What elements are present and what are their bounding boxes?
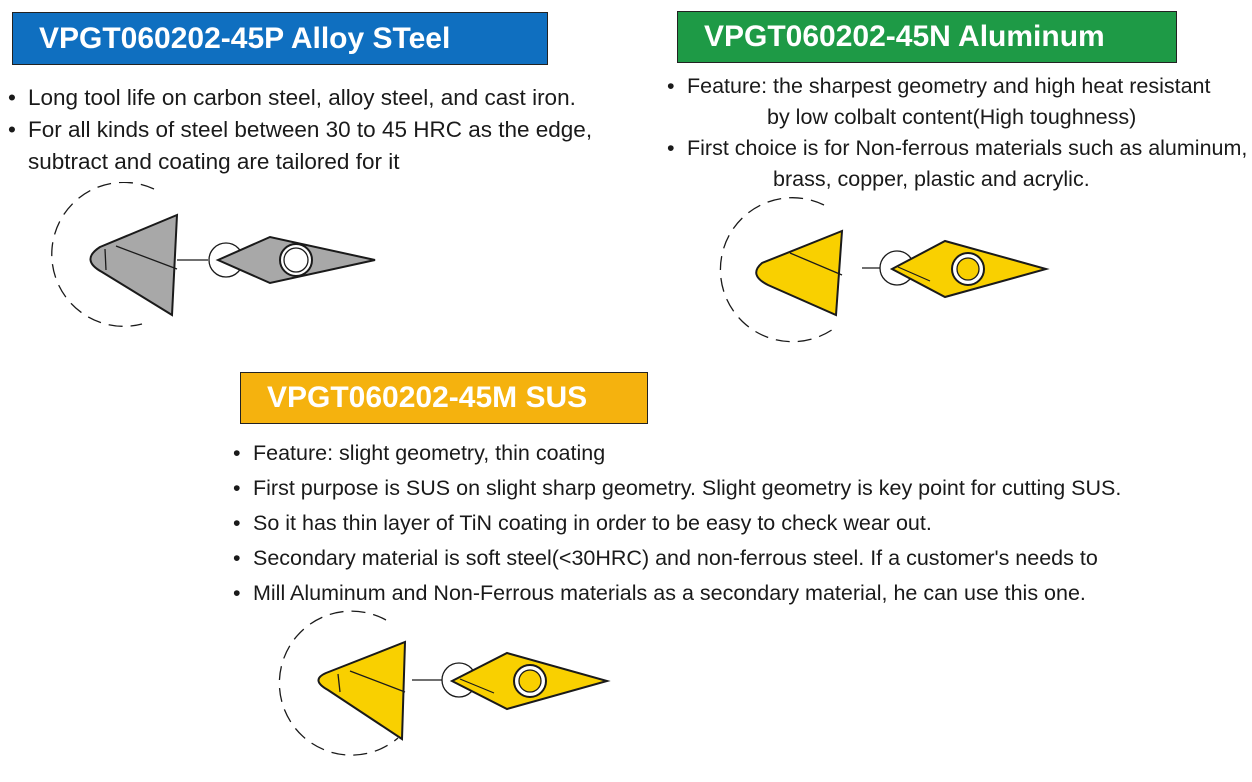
list-item: Mill Aluminum and Non-Ferrous materials … — [233, 576, 1121, 611]
sus-bullets: Feature: slight geometry, thin coating F… — [233, 436, 1121, 611]
insert-tip-closeup — [755, 229, 844, 317]
list-item: Feature: slight geometry, thin coating — [233, 436, 1121, 471]
header-sus: VPGT060202-45M SUS — [240, 372, 648, 424]
alloy-steel-bullets: Long tool life on carbon steel, alloy st… — [8, 82, 592, 178]
list-item: For all kinds of steel between 30 to 45 … — [8, 114, 592, 178]
zoom-circle — [51, 182, 155, 327]
list-item: Long tool life on carbon steel, alloy st… — [8, 82, 592, 114]
diamond-insert — [215, 235, 376, 285]
zoom-circle — [278, 610, 399, 756]
alloy-steel-insert-diagram — [51, 182, 376, 327]
list-item: First choice is for Non-ferrous material… — [667, 133, 1247, 195]
list-item: So it has thin layer of TiN coating in o… — [233, 506, 1121, 541]
aluminum-bullets: Feature: the sharpest geometry and high … — [667, 71, 1247, 195]
sus-insert-diagram — [278, 610, 611, 756]
aluminum-insert-diagram — [719, 197, 1050, 343]
header-aluminum: VPGT060202-45N Aluminum — [677, 11, 1177, 63]
diamond-insert — [449, 651, 611, 711]
list-item: Secondary material is soft steel(<30HRC)… — [233, 541, 1121, 576]
list-item: First purpose is SUS on slight sharp geo… — [233, 471, 1121, 506]
zoom-circle — [719, 197, 837, 343]
insert-tip-closeup — [317, 640, 407, 741]
insert-tip-closeup — [89, 213, 179, 317]
list-item: Feature: the sharpest geometry and high … — [667, 71, 1247, 133]
diamond-insert — [889, 239, 1050, 299]
header-alloy-steel: VPGT060202-45P Alloy STeel — [12, 12, 548, 65]
